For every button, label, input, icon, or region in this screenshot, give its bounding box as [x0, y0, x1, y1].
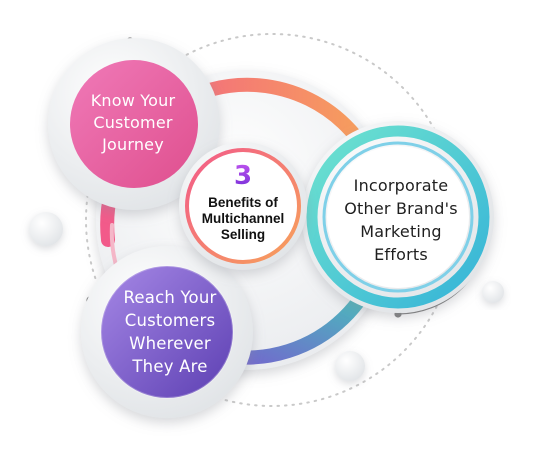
center-number: 3 — [225, 160, 261, 192]
center-hub — [179, 142, 307, 270]
decorative-ball-bottom — [335, 351, 365, 381]
item-label-incorporate-marketing: Incorporate Other Brand's Marketing Effo… — [344, 176, 458, 264]
item-label-know-your-customer: Know Your Customer Journey — [90, 91, 176, 154]
item-label-reach-your-customers: Reach Your Customers Wherever They Are — [123, 288, 217, 376]
decorative-ball-left — [29, 212, 63, 246]
decorative-ball-right — [482, 281, 504, 303]
bubble-reach-your-customers — [81, 246, 253, 418]
center-title: Benefits of Multichannel Selling — [201, 195, 285, 242]
bubble-incorporate-marketing — [302, 121, 494, 313]
bubble-know-your-customer — [48, 38, 220, 210]
